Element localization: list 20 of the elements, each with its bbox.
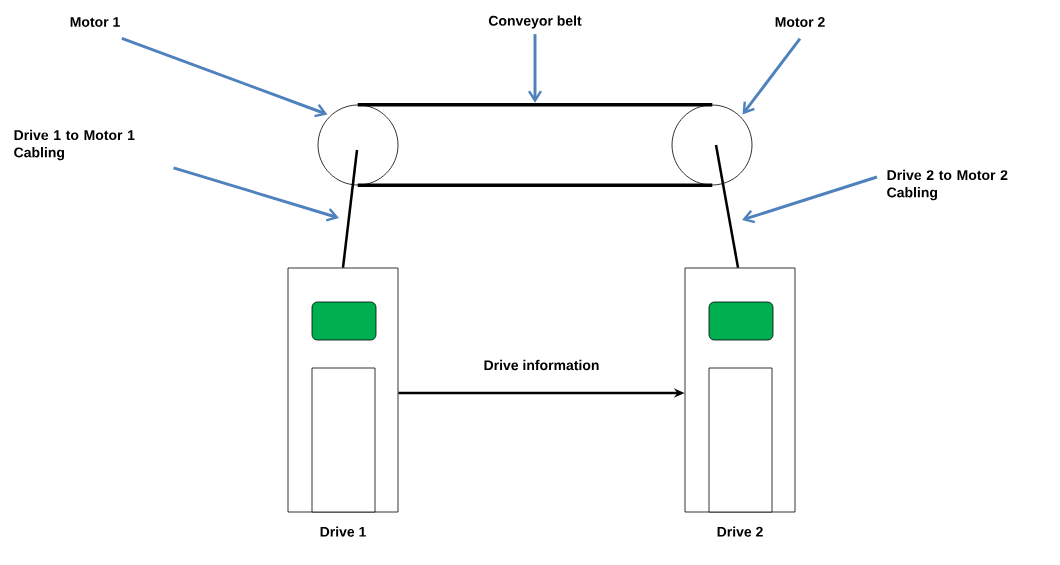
motor-pulley [671, 104, 753, 186]
callout-text: Drive 1 to Motor 1 Cabling [14, 129, 135, 161]
callout-text: Drive 2 to Motor 2 Cabling [887, 169, 1008, 201]
node-label: Drive 1 [320, 526, 366, 537]
callout-text: Conveyor belt [488, 15, 582, 29]
conveyor-belt [356, 103, 714, 187]
cable-line [714, 144, 740, 268]
cable-line [341, 149, 359, 268]
drive-cabinet: Drive 2 [684, 267, 796, 537]
leader-arrow [121, 37, 328, 118]
edge-label: Drive information [482, 358, 601, 372]
node-label: Drive 2 [717, 526, 763, 537]
drive-cabinet: Drive 1 [287, 267, 399, 537]
motor-pulley [317, 104, 399, 186]
leader-arrow [528, 34, 543, 103]
callout-text: Motor 1 [70, 17, 120, 27]
leader-arrow [742, 37, 802, 115]
leader-arrow [173, 166, 339, 222]
leader-arrow [742, 175, 878, 224]
callout-text: Motor 2 [775, 17, 825, 27]
